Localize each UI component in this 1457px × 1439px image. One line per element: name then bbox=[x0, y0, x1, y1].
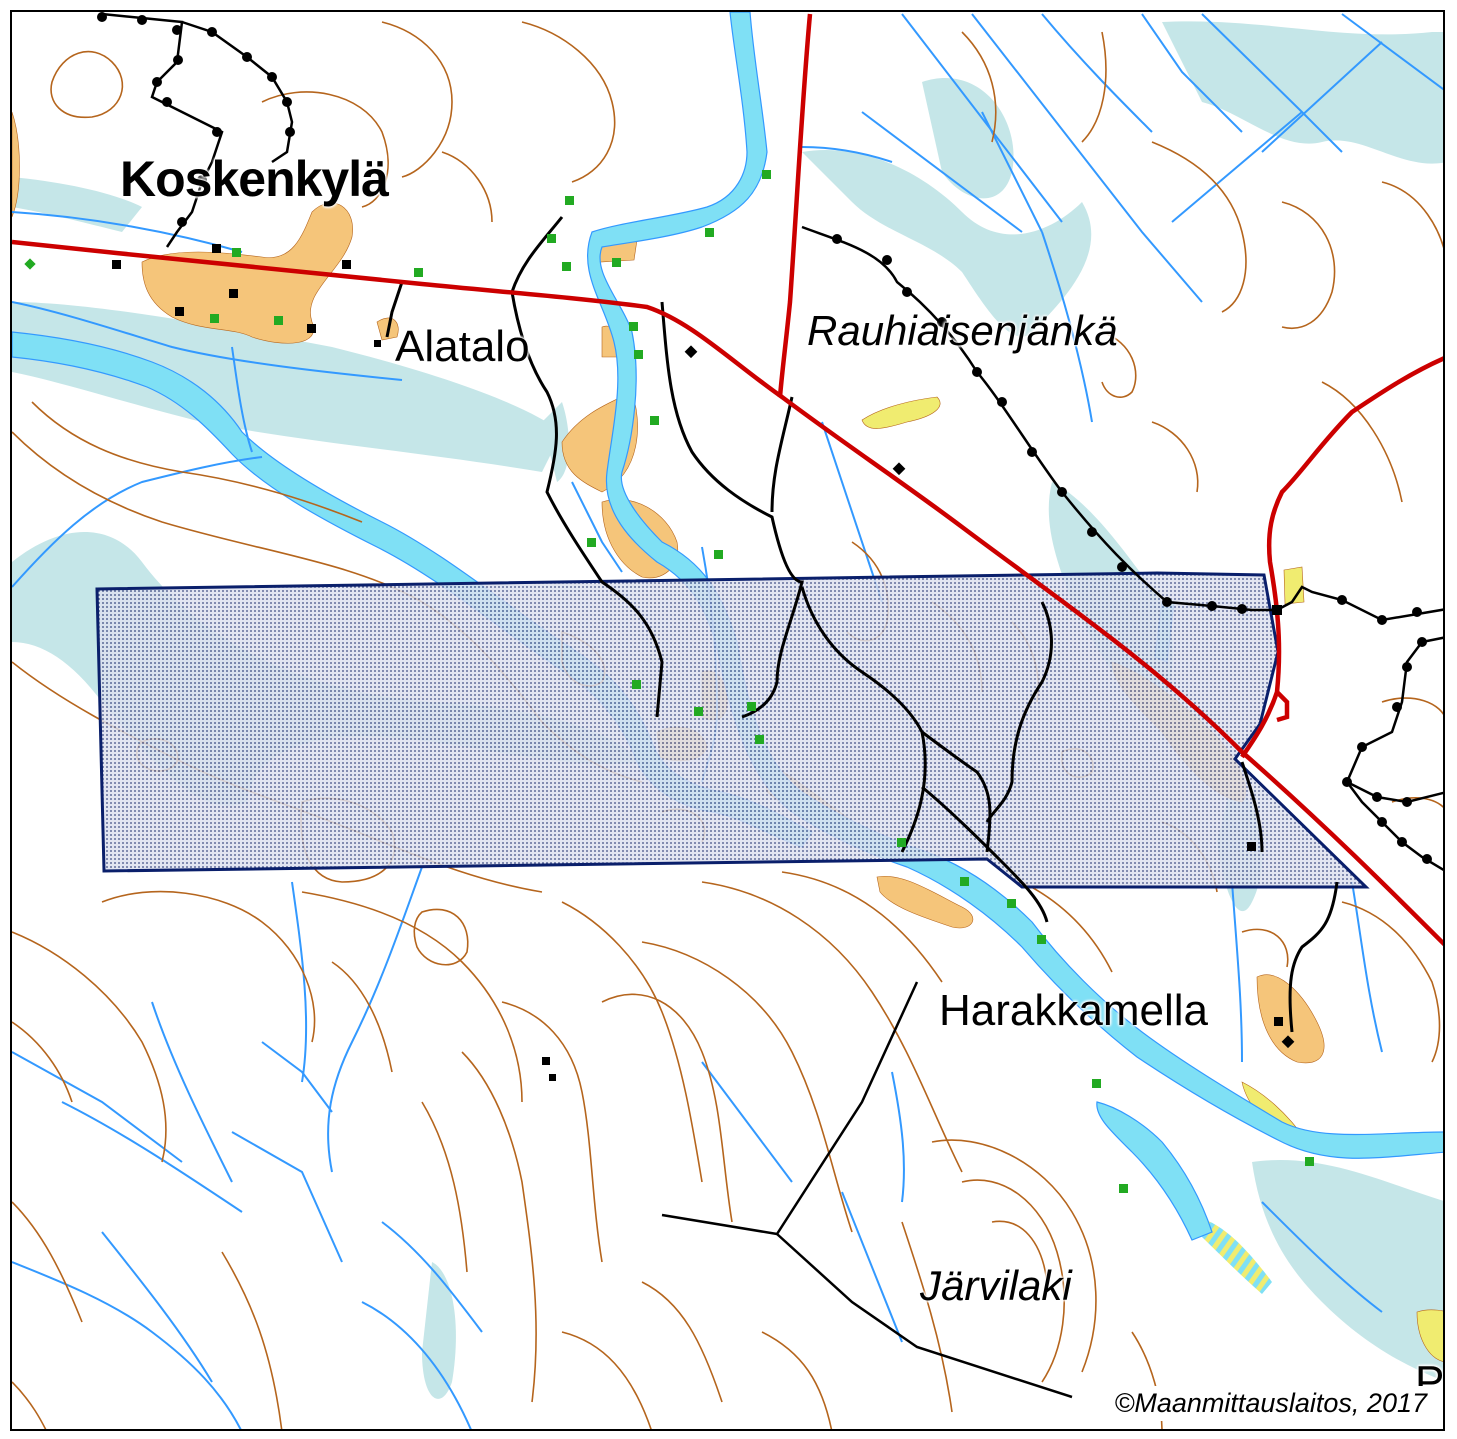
label-alatalo: Alatalo bbox=[395, 322, 530, 371]
label-koskenkyla: Koskenkylä bbox=[120, 151, 389, 207]
copyright-notice: ©Maanmittauslaitos, 2017 bbox=[1106, 1386, 1435, 1421]
label-rauhiaisenjanka: Rauhiaisenjänkä bbox=[807, 307, 1118, 354]
roads bbox=[12, 13, 1443, 947]
label-jarvilaki: Järvilaki bbox=[920, 1262, 1072, 1309]
streams bbox=[12, 13, 1443, 1429]
striped-area bbox=[1182, 1216, 1272, 1294]
dotted-tracks bbox=[97, 12, 1443, 872]
study-area-polygon[interactable] bbox=[95, 571, 1370, 889]
map-canvas bbox=[12, 12, 1443, 1429]
label-harakkamella: Harakkamella bbox=[939, 986, 1208, 1035]
power-lines bbox=[661, 981, 1073, 1399]
topographic-map[interactable]: Koskenkylä Alatalo Rauhiaisenjänkä Harak… bbox=[10, 10, 1445, 1431]
